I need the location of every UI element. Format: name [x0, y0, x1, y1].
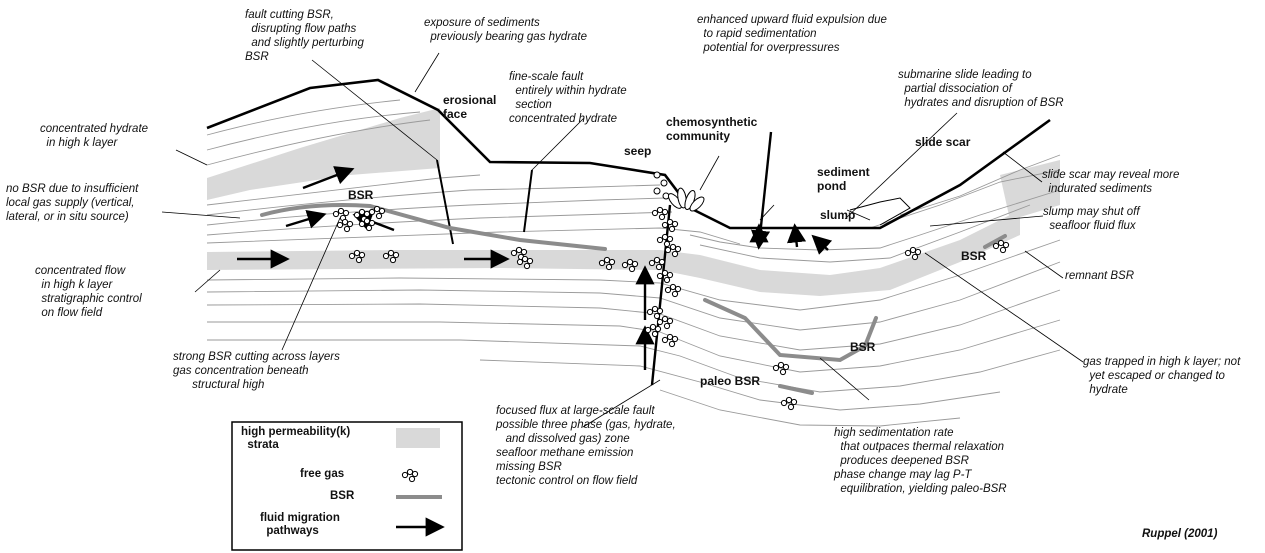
legend-box — [231, 421, 463, 551]
bsr-label-deepened: BSR — [850, 340, 876, 354]
concentrated-flow-note: concentrated flow in high k layer strati… — [35, 265, 142, 320]
high-k-layers — [207, 108, 1060, 296]
bsr-label-remnant: BSR — [961, 249, 987, 263]
chemosynthetic-community-label: chemosynthetic community — [666, 115, 758, 143]
bsr-label-left: BSR — [348, 188, 374, 202]
fluid-migration-arrows — [237, 131, 833, 370]
slump-shut-note: slump may shut off seafloor fluid flux — [1043, 206, 1140, 233]
strong-bsr-note: strong BSR cutting across layers gas con… — [173, 351, 340, 392]
faults — [436, 159, 672, 386]
seafloor-line — [206, 78, 1051, 230]
erosional-face-label: erosional face — [443, 93, 497, 121]
legend-free-gas: free gas — [300, 468, 345, 480]
legend-bsr: BSR — [330, 490, 355, 502]
enhanced-expulsion-note: enhanced upward fluid expulsion due to r… — [697, 14, 887, 55]
gas-trapped-note: gas trapped in high k layer; not yet esc… — [1083, 356, 1241, 397]
fault-cutting-bsr-note: fault cutting BSR, disrupting flow paths… — [245, 9, 364, 64]
slide-scar-reveal-note: slide scar may reveal more indurated sed… — [1042, 169, 1180, 196]
concentrated-hydrate-note: concentrated hydrate in high k layer — [40, 123, 149, 150]
slump-label: slump — [820, 208, 856, 222]
leader-lines — [161, 52, 1084, 428]
legend-fluid-migration: fluid migration pathways — [260, 512, 340, 538]
submarine-slide-note: submarine slide leading to partial disso… — [898, 69, 1064, 110]
free-gas-bubbles — [332, 171, 1010, 411]
exposure-note: exposure of sediments previously bearing… — [424, 17, 588, 44]
paleo-bsr-label: paleo BSR — [700, 374, 761, 388]
high-sedimentation-note: high sedimentation rate that outpaces th… — [834, 427, 1007, 496]
fine-scale-fault-note: fine-scale fault entirely within hydrate… — [509, 71, 627, 126]
strata-lines — [206, 99, 1061, 427]
bsr-lines — [260, 203, 1007, 395]
citation: Ruppel (2001) — [1142, 528, 1218, 540]
chemosynthetic-community-symbol — [667, 187, 705, 212]
remnant-bsr-note: remnant BSR — [1065, 270, 1135, 282]
sediment-pond-label: sediment pond — [817, 165, 870, 193]
focused-flux-note: focused flux at large-scale fault possib… — [496, 405, 676, 488]
slide-scar-label: slide scar — [915, 135, 971, 149]
legend-high-permeability: high permeability(k) strata — [241, 426, 351, 452]
slump-outline — [849, 197, 911, 226]
seep-label: seep — [624, 144, 652, 158]
no-bsr-note: no BSR due to insufficient local gas sup… — [6, 183, 139, 224]
